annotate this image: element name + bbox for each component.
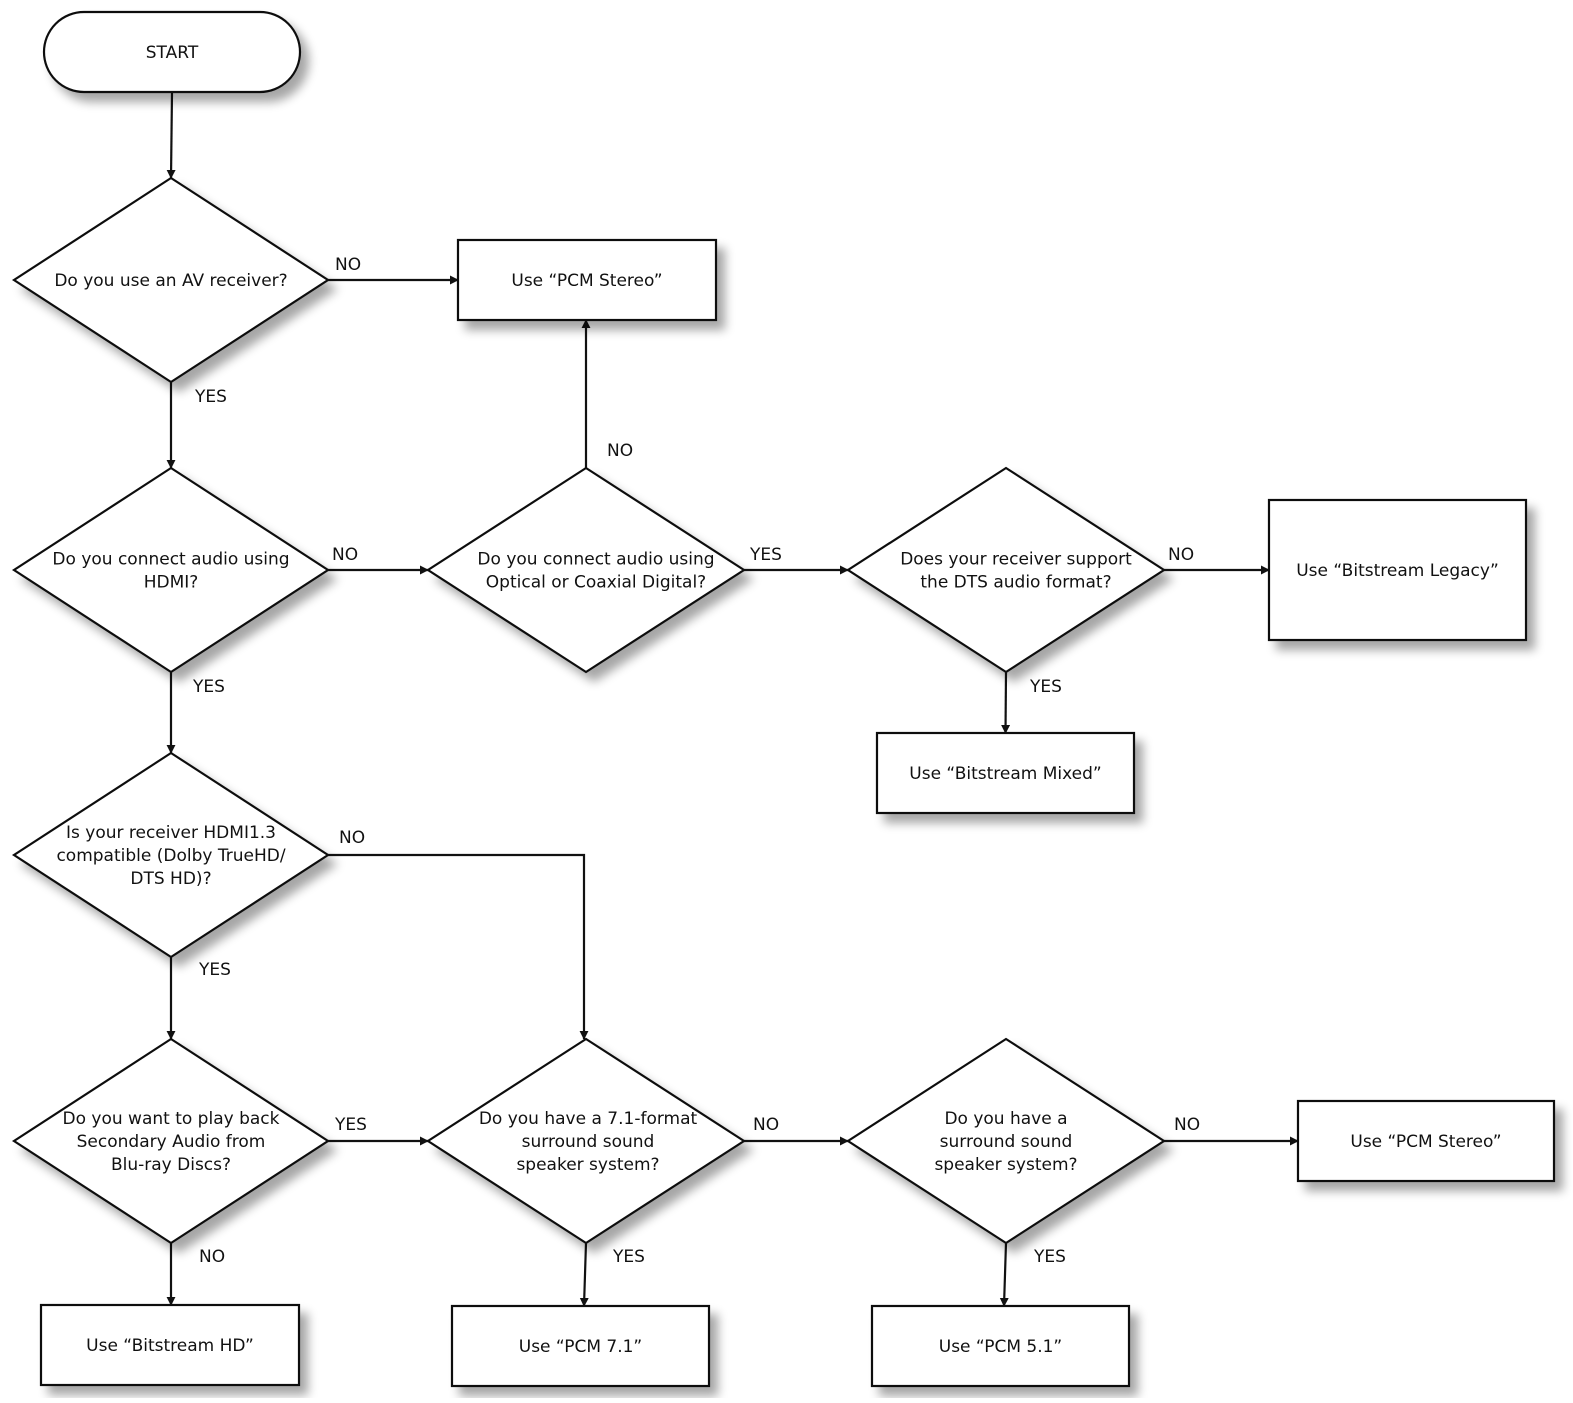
decision-diamond [11, 466, 331, 674]
edge-label-yes: YES [1033, 1247, 1066, 1267]
node-text-line: Optical or Coaxial Digital? [486, 573, 706, 593]
process-box [1267, 498, 1528, 642]
edge-label-yes: YES [334, 1115, 367, 1135]
node-text-line: Use “PCM 5.1” [939, 1337, 1062, 1357]
node-r-pcm51: Use “PCM 5.1” [870, 1304, 1131, 1388]
node-text-line: Secondary Audio from [77, 1132, 266, 1152]
edge-label-yes: YES [749, 545, 782, 565]
edge-start-to-q_av [166, 91, 176, 179]
process-box [456, 238, 718, 322]
node-text-line: surround sound [940, 1132, 1073, 1152]
node-text-line: speaker system? [516, 1155, 659, 1175]
node-text-line: speaker system? [934, 1155, 1077, 1175]
node-text-line: Do you connect audio using [52, 550, 289, 570]
node-q-71: Do you have a 7.1-format surround sound sp… [425, 1037, 747, 1245]
node-text-line: HDMI? [144, 573, 199, 593]
node-text-line: Do you connect audio using [477, 550, 714, 570]
edge-label-no: NO [339, 828, 365, 848]
edge-label-no: NO [607, 441, 633, 461]
node-q-dts: Does your receiver support the DTS audio … [845, 466, 1167, 674]
edge-label-no: NO [1174, 1115, 1200, 1135]
node-text-line: Do you have a 7.1-format [479, 1109, 698, 1129]
decision-diamond [845, 1037, 1167, 1245]
node-r-bitstream-mixed: Use “Bitstream Mixed” [875, 731, 1136, 815]
node-text-line: Is your receiver HDMI1.3 [66, 823, 276, 843]
node-text-line: Blu-ray Discs? [111, 1155, 231, 1175]
node-r-pcm-stereo-2: Use “PCM Stereo” [1296, 1099, 1556, 1183]
edge-q_hdmi13-to-q_71 [328, 853, 589, 1040]
node-r-bitstream-legacy: Use “Bitstream Legacy” [1267, 498, 1528, 642]
node-r-pcm-stereo-1: Use “PCM Stereo” [456, 238, 718, 322]
decision-diamond [11, 751, 331, 959]
edge-q_71-to-r_pcm71 [579, 1242, 589, 1307]
edge-label-no: NO [335, 255, 361, 275]
node-text-line: Use “PCM Stereo” [1350, 1132, 1501, 1152]
node-r-pcm71: Use “PCM 7.1” [450, 1304, 711, 1388]
node-q-hdmi13: Is your receiver HDMI1.3 compatible (Dolb… [11, 751, 331, 959]
decision-diamond [425, 1037, 747, 1245]
node-text-line: Do you want to play back [63, 1109, 280, 1129]
node-start: START [42, 10, 302, 94]
node-q-surround: Do you have a surround sound speaker syste… [845, 1037, 1167, 1245]
decision-diamond [845, 466, 1167, 674]
node-text-line: Use “Bitstream Mixed” [909, 764, 1101, 784]
edge-label-no: NO [332, 545, 358, 565]
decision-diamond [425, 466, 747, 674]
edge-label-yes: YES [198, 960, 231, 980]
decision-diamond [11, 1037, 331, 1245]
edge-label-no: NO [753, 1115, 779, 1135]
terminal-shape [42, 10, 302, 94]
node-text-line: Do you use an AV receiver? [54, 271, 287, 291]
node-text-line: DTS HD)? [130, 869, 211, 889]
node-text-line: Do you have a [944, 1109, 1067, 1129]
node-text-line: the DTS audio format? [920, 573, 1111, 593]
node-text-line: Use “PCM Stereo” [511, 271, 662, 291]
decision-diamond [11, 176, 331, 384]
node-r-bitstream-hd: Use “Bitstream HD” [39, 1303, 301, 1387]
edge-label-no: NO [1168, 545, 1194, 565]
edge-q_surround-to-r_pcm51 [999, 1242, 1009, 1307]
node-text-line: Use “PCM 7.1” [519, 1337, 642, 1357]
edge-label-no: NO [199, 1247, 225, 1267]
node-text-line: compatible (Dolby TrueHD/ [56, 846, 285, 866]
edge-q_dts-to-r_bitstream_mixed [1001, 671, 1011, 734]
node-text-line: surround sound [522, 1132, 655, 1152]
node-q-av: Do you use an AV receiver? [11, 176, 331, 384]
edge-label-yes: YES [194, 387, 227, 407]
edge-label-yes: YES [192, 677, 225, 697]
edge-label-yes: YES [1029, 677, 1062, 697]
process-box [450, 1304, 711, 1388]
node-text-line: Does your receiver support [900, 550, 1132, 570]
node-text-line: Use “Bitstream Legacy” [1296, 561, 1499, 581]
node-text-line: START [146, 43, 199, 63]
process-box [875, 731, 1136, 815]
node-text-line: Use “Bitstream HD” [86, 1336, 254, 1356]
edge-label-yes: YES [612, 1247, 645, 1267]
process-box [39, 1303, 301, 1387]
process-box [1296, 1099, 1556, 1183]
process-box [870, 1304, 1131, 1388]
